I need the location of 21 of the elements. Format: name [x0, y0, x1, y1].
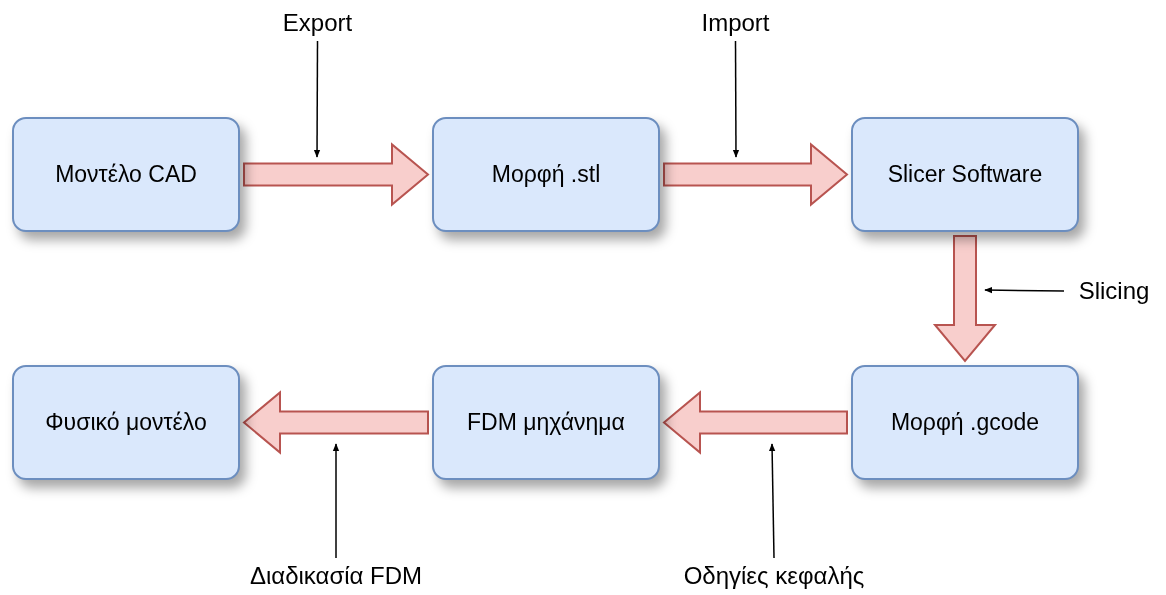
block-arrow	[243, 142, 430, 207]
arrow	[768, 443, 776, 559]
annotation-label: Export	[270, 5, 365, 41]
annotation-label: Import	[688, 5, 783, 41]
process-box: Μοντέλο CAD	[12, 117, 240, 232]
process-box: Φυσικό μοντέλο	[12, 365, 240, 480]
annotation-label: Οδηγίες κεφαλής	[656, 558, 892, 594]
arrow	[332, 443, 340, 559]
process-box: FDM μηχάνημα	[432, 365, 660, 480]
arrow	[732, 40, 740, 158]
annotation-label: Slicing	[1064, 273, 1164, 309]
process-box: Μορφή .gcode	[851, 365, 1079, 480]
arrow	[984, 286, 1065, 294]
process-box: Slicer Software	[851, 117, 1079, 232]
block-arrow	[663, 142, 849, 207]
block-arrow	[932, 235, 998, 363]
arrow	[313, 40, 321, 158]
block-arrow	[662, 390, 848, 455]
annotation-label: Διαδικασία FDM	[222, 558, 450, 594]
process-box: Μορφή .stl	[432, 117, 660, 232]
block-arrow	[242, 390, 429, 455]
